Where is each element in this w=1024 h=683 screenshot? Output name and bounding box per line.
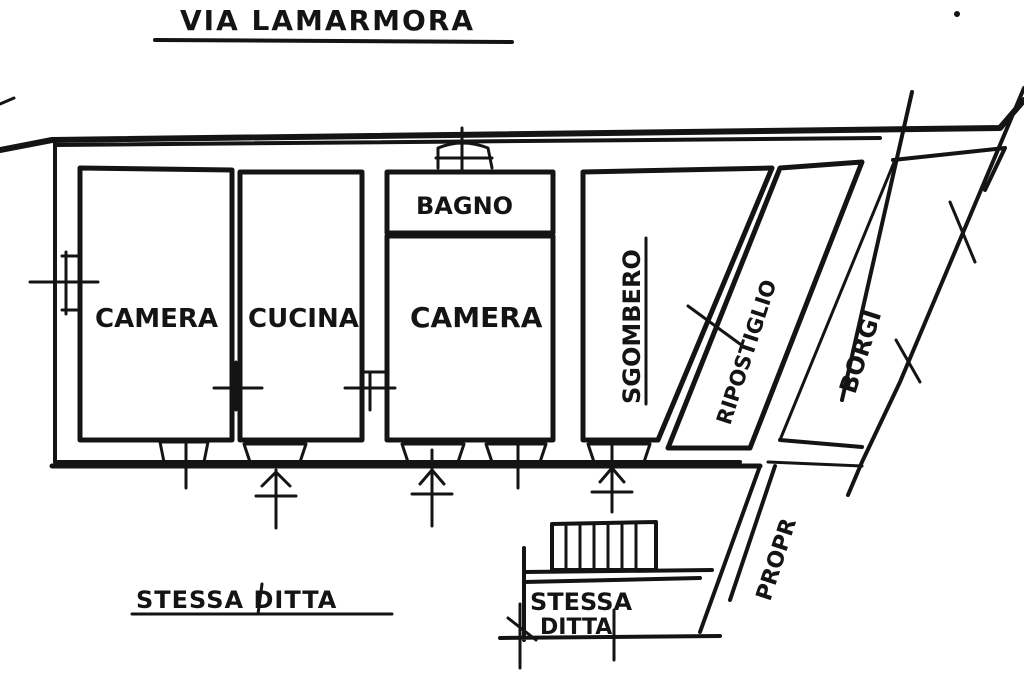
label-bagno: BAGNO <box>416 192 513 220</box>
borgi-mark-1 <box>948 200 977 264</box>
room-ripostiglio <box>665 159 865 451</box>
label-propr: PROPR <box>752 515 802 603</box>
edge-mark <box>0 96 16 106</box>
street-label: VIA LAMARMORA <box>180 4 475 37</box>
ripostiglio-mark <box>686 304 742 346</box>
label-stessa-ditta-left: STESSA DITTA <box>136 586 337 614</box>
window-bagno-top <box>434 126 494 174</box>
door-bottom-1 <box>242 442 308 530</box>
label-camera-left: CAMERA <box>95 304 218 334</box>
window-bottom-2 <box>484 438 548 490</box>
door-bottom-3 <box>586 438 652 514</box>
room-sgombero <box>580 165 775 443</box>
stessa-ditta-tick <box>256 582 264 616</box>
neighbor-borgi-outline <box>778 86 1024 497</box>
stairs-treads <box>564 522 638 572</box>
window-left-wall <box>28 250 100 316</box>
street-underline <box>153 38 514 44</box>
outline-top-inner <box>53 136 882 147</box>
door-cucina-camera <box>343 370 397 412</box>
label-stessa-right-2: DITTA <box>540 615 612 640</box>
label-stessa-right-1: STESSA <box>530 588 633 616</box>
label-sgombero: SGOMBERO <box>618 249 646 404</box>
room-bagno <box>384 169 556 236</box>
neighbor-propr-outline <box>698 464 777 634</box>
dot-mark <box>954 11 960 17</box>
stessa-ditta-right-door <box>506 602 616 670</box>
door-bottom-2 <box>400 442 466 528</box>
room-camera-left <box>77 165 235 443</box>
label-cucina: CUCINA <box>248 304 359 334</box>
room-camera-right <box>384 233 556 443</box>
room-cucina <box>237 169 365 443</box>
label-borgi: BORGI <box>834 307 887 397</box>
label-ripostiglio: RIPOSTIGLIO <box>712 277 781 428</box>
door-camera-cucina <box>212 360 264 412</box>
neighbor-borgi-inner <box>766 158 897 468</box>
window-bottom-1 <box>158 438 210 490</box>
label-camera-right: CAMERA <box>410 301 543 334</box>
borgi-mark-2 <box>894 338 922 384</box>
stairs-block <box>498 520 722 642</box>
